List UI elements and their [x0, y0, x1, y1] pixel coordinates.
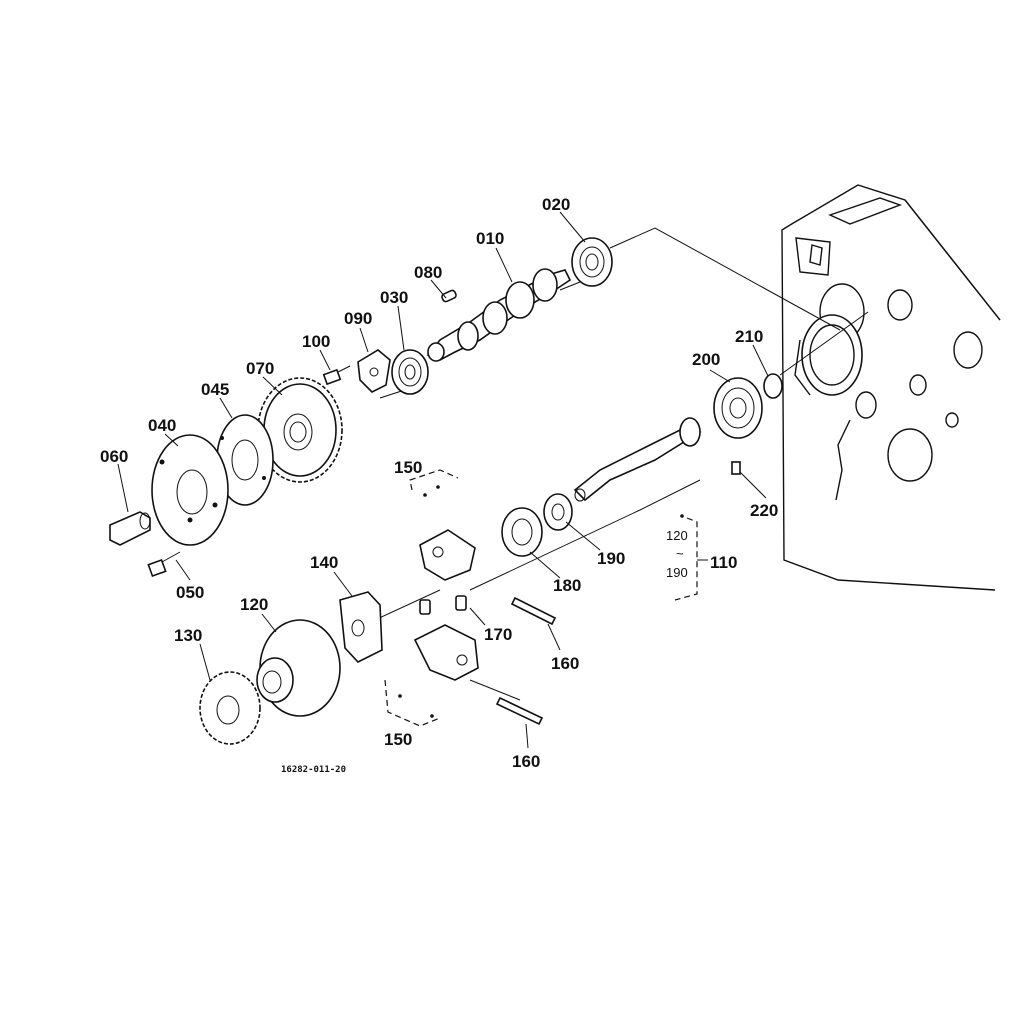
- retainer-090: [357, 349, 391, 393]
- label-110: 110: [710, 553, 737, 572]
- screw-220: [731, 461, 741, 475]
- label-060: 060: [100, 447, 128, 466]
- plug-060: [109, 511, 151, 546]
- gear-boss-120: [256, 619, 341, 717]
- group-label-190: 190: [666, 565, 688, 580]
- bolt-050: [147, 551, 181, 578]
- camshaft-010: [426, 268, 572, 362]
- label-050: 050: [176, 583, 204, 602]
- label-080: 080: [414, 263, 442, 282]
- governor-weight-150-bottom: [413, 624, 479, 681]
- reference-code: 16282-011-20: [281, 765, 346, 775]
- cover-040: [151, 434, 229, 546]
- bearing-030: [391, 349, 429, 395]
- label-160-top: 160: [551, 654, 579, 673]
- label-010: 010: [476, 229, 504, 248]
- label-190: 190: [597, 549, 625, 568]
- snap-ring-210: [763, 373, 783, 399]
- label-170: 170: [484, 625, 512, 644]
- label-130: 130: [174, 626, 202, 645]
- holder-140: [339, 591, 383, 663]
- label-100: 100: [302, 332, 330, 351]
- bearing-200: [713, 377, 763, 439]
- label-140: 140: [310, 553, 338, 572]
- group-label-tilde: ~: [676, 546, 684, 561]
- label-020: 020: [542, 195, 570, 214]
- part-labels: 020 010 080 030 090 100 070 045 040 060 …: [100, 195, 778, 775]
- label-150-top: 150: [394, 458, 422, 477]
- pin-160-bottom: [495, 696, 544, 726]
- label-150-bottom: 150: [384, 730, 412, 749]
- gear-070: [257, 377, 343, 483]
- governor-weight-150-top: [419, 529, 476, 581]
- label-070: 070: [246, 359, 274, 378]
- label-180: 180: [553, 576, 581, 595]
- label-030: 030: [380, 288, 408, 307]
- key-080: [441, 289, 457, 303]
- label-200: 200: [692, 350, 720, 369]
- label-210: 210: [735, 327, 763, 346]
- label-090: 090: [344, 309, 372, 328]
- pin-160-top: [510, 596, 557, 626]
- label-040: 040: [148, 416, 176, 435]
- pin-170: [419, 595, 467, 615]
- bearing-020: [571, 237, 613, 287]
- label-leaders: [117, 211, 769, 749]
- engine-block: [781, 184, 1001, 591]
- washer-190: [543, 493, 573, 531]
- governor-shaft-110: [573, 417, 702, 502]
- bolt-100: [322, 365, 351, 386]
- group-brackets: [384, 469, 708, 727]
- leader-dots: [398, 485, 684, 718]
- group-label-120: 120: [666, 528, 688, 543]
- sleeve-180: [501, 507, 543, 557]
- label-220: 220: [750, 501, 778, 520]
- label-160-bottom: 160: [512, 752, 540, 771]
- label-120: 120: [240, 595, 268, 614]
- gear-130: [199, 671, 261, 745]
- label-045: 045: [201, 380, 229, 399]
